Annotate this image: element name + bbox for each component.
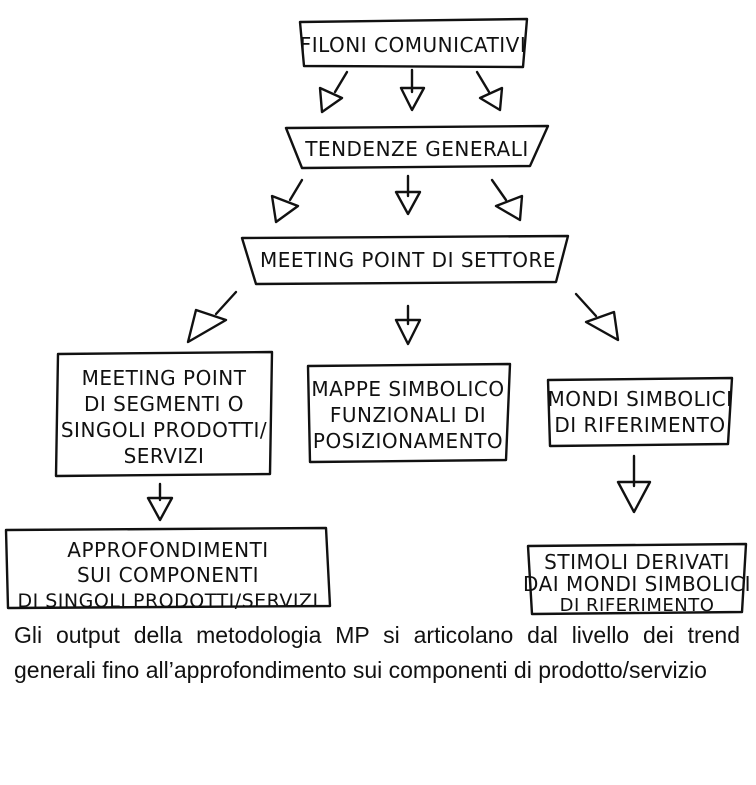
arrow-mondi-to-stimoli	[616, 454, 652, 514]
node-mappe-label-2: FUNZIONALI DI	[330, 403, 486, 427]
arrow-tendenze-to-settore-left	[270, 178, 304, 224]
node-approfondimenti-label-3: DI SINGOLI PRODOTTI/SERVIZI	[17, 590, 318, 612]
node-approfondimenti: APPROFONDIMENTI SUI COMPONENTI DI SINGOL…	[4, 526, 332, 612]
arrow-tendenze-to-settore-right	[490, 178, 524, 222]
node-stimoli-label-2: DAI MONDI SIMBOLICI	[523, 572, 751, 596]
node-meeting-segmenti-label-3: SINGOLI PRODOTTI/	[61, 418, 267, 442]
node-mondi-label-1: MONDI SIMBOLICI	[548, 387, 733, 411]
arrow-filoni-to-tendenze-left	[318, 70, 349, 114]
arrow-settore-to-mondi	[574, 292, 620, 342]
methodology-flow-diagram: FILONI COMUNICATIVI TENDENZE GENERALI ME…	[4, 17, 751, 616]
node-meeting-point-di-settore: MEETING POINT DI SETTORE	[240, 234, 570, 286]
node-mondi-label-2: DI RIFERIMENTO	[554, 413, 725, 437]
arrow-tendenze-to-settore-center	[394, 174, 422, 216]
node-approfondimenti-label-1: APPROFONDIMENTI	[67, 538, 268, 562]
node-mappe-simbolico-funzionali: MAPPE SIMBOLICO FUNZIONALI DI POSIZIONAM…	[306, 362, 512, 464]
node-mappe-label-1: MAPPE SIMBOLICO	[311, 377, 504, 401]
node-stimoli-label-3: DI RIFERIMENTO	[560, 595, 715, 616]
node-filoni-label: FILONI COMUNICATIVI	[300, 33, 527, 57]
arrow-filoni-to-tendenze-center	[399, 68, 426, 112]
node-meeting-segmenti-label-4: SERVIZI	[124, 444, 205, 468]
node-meeting-settore-label: MEETING POINT DI SETTORE	[260, 248, 556, 272]
arrow-filoni-to-tendenze-right	[475, 70, 504, 112]
arrow-settore-to-segmenti	[186, 290, 238, 344]
arrow-settore-to-mappe	[394, 304, 422, 346]
node-mappe-label-3: POSIZIONAMENTO	[313, 429, 503, 453]
node-tendenze-generali: TENDENZE GENERALI	[284, 124, 550, 170]
node-meeting-segmenti-label-2: DI SEGMENTI O	[84, 392, 244, 416]
arrow-segmenti-to-approfondimenti	[146, 482, 174, 522]
node-filoni-comunicativi: FILONI COMUNICATIVI	[298, 17, 529, 69]
diagram-caption: Gli output della metodologia MP si artic…	[14, 622, 740, 683]
node-stimoli-derivati: STIMOLI DERIVATI DAI MONDI SIMBOLICI DI …	[523, 542, 751, 616]
node-approfondimenti-label-2: SUI COMPONENTI	[77, 563, 259, 587]
node-mondi-simbolici: MONDI SIMBOLICI DI RIFERIMENTO	[546, 376, 734, 448]
node-meeting-point-di-segmenti: MEETING POINT DI SEGMENTI O SINGOLI PROD…	[54, 350, 274, 478]
node-stimoli-label-1: STIMOLI DERIVATI	[544, 550, 730, 574]
node-meeting-segmenti-label-1: MEETING POINT	[82, 366, 247, 390]
node-tendenze-label: TENDENZE GENERALI	[304, 137, 529, 161]
